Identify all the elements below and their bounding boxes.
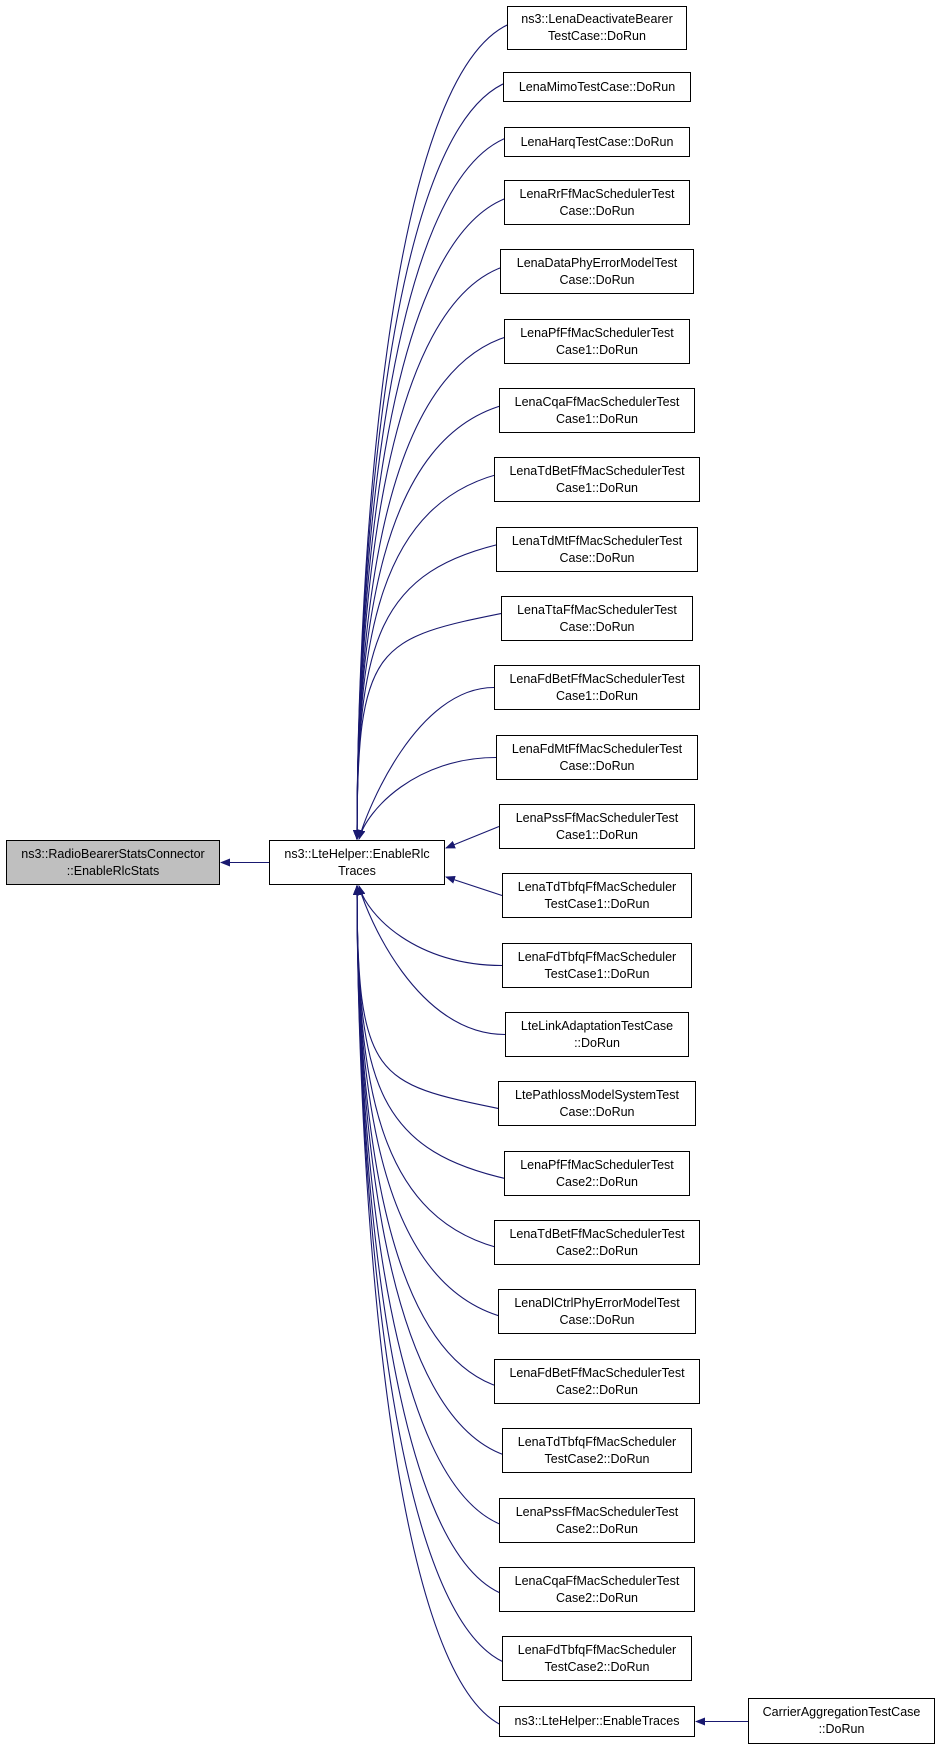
node-lena-harq-test[interactable]: LenaHarqTestCase::DoRun: [504, 127, 690, 157]
node-lena-td-bet-ff-mac-scheduler-test1[interactable]: LenaTdBetFfMacSchedulerTest Case1::DoRun: [494, 457, 700, 502]
edge-caller-10: [357, 686, 495, 840]
edge-caller-7: [353, 470, 510, 840]
edge-caller-20: [353, 885, 510, 1391]
node-lena-fd-tbfq-ff-mac-scheduler-test2[interactable]: LenaFdTbfqFfMacScheduler TestCase2::DoRu…: [502, 1636, 692, 1681]
node-lena-fd-bet-ff-mac-scheduler-test1[interactable]: LenaFdBetFfMacSchedulerTest Case1::DoRun: [494, 665, 700, 710]
node-lena-fd-mt-ff-mac-scheduler-test[interactable]: LenaFdMtFfMacSchedulerTest Case::DoRun: [496, 735, 698, 780]
edge-caller-23: [353, 885, 515, 1599]
edge-caller-13: [445, 876, 503, 897]
edge-caller-9: [353, 609, 517, 840]
edge-caller-4: [353, 262, 516, 840]
node-lena-data-phy-error-model-test[interactable]: LenaDataPhyErrorModelTest Case::DoRun: [500, 249, 694, 294]
edge-caller-6: [353, 401, 515, 840]
edge-caller-8: [353, 540, 512, 840]
edge-caller-11: [357, 756, 497, 840]
edge-caller-15: [357, 885, 506, 1036]
edge-caller-3: [353, 193, 520, 840]
node-lte-link-adaptation-test[interactable]: LteLinkAdaptationTestCase ::DoRun: [505, 1012, 689, 1057]
edge-caller-14: [357, 885, 503, 967]
edge-caller-25: [353, 885, 515, 1731]
node-lena-mimo-test[interactable]: LenaMimoTestCase::DoRun: [503, 72, 691, 102]
node-lena-td-mt-ff-mac-scheduler-test[interactable]: LenaTdMtFfMacSchedulerTest Case::DoRun: [496, 527, 698, 572]
node-lena-td-bet-ff-mac-scheduler-test2[interactable]: LenaTdBetFfMacSchedulerTest Case2::DoRun: [494, 1220, 700, 1265]
node-lte-pathloss-model-system-test[interactable]: LtePathlossModelSystemTest Case::DoRun: [498, 1081, 696, 1126]
edge-caller-21: [353, 885, 518, 1460]
node-lena-tta-ff-mac-scheduler-test[interactable]: LenaTtaFfMacSchedulerTest Case::DoRun: [501, 596, 693, 641]
node-radio-bearer-stats-connector-enable-rlc-stats[interactable]: ns3::RadioBearerStatsConnector ::EnableR…: [6, 840, 220, 885]
node-lena-fd-tbfq-ff-mac-scheduler-test1[interactable]: LenaFdTbfqFfMacScheduler TestCase1::DoRu…: [502, 943, 692, 988]
node-lena-pf-ff-mac-scheduler-test1[interactable]: LenaPfFfMacSchedulerTest Case1::DoRun: [504, 319, 690, 364]
node-lena-cqa-ff-mac-scheduler-test2[interactable]: LenaCqaFfMacSchedulerTest Case2::DoRun: [499, 1567, 695, 1612]
node-lena-pf-ff-mac-scheduler-test2[interactable]: LenaPfFfMacSchedulerTest Case2::DoRun: [504, 1151, 690, 1196]
node-lena-td-tbfq-ff-mac-scheduler-test1[interactable]: LenaTdTbfqFfMacScheduler TestCase1::DoRu…: [502, 873, 692, 918]
node-lena-rr-ff-mac-scheduler-test[interactable]: LenaRrFfMacSchedulerTest Case::DoRun: [504, 180, 690, 225]
node-lena-cqa-ff-mac-scheduler-test1[interactable]: LenaCqaFfMacSchedulerTest Case1::DoRun: [499, 388, 695, 433]
node-lte-helper-enable-rlc-traces[interactable]: ns3::LteHelper::EnableRlc Traces: [269, 840, 445, 885]
edge-caller-22: [353, 885, 515, 1530]
edge-caller-24: [353, 885, 518, 1668]
edge-caller-19: [353, 885, 514, 1321]
node-lena-dl-ctrl-phy-error-model-test[interactable]: LenaDlCtrlPhyErrorModelTest Case::DoRun: [498, 1289, 696, 1334]
edge-caller-18: [353, 885, 510, 1252]
edge-caller-5: [353, 332, 520, 840]
node-lena-pss-ff-mac-scheduler-test1[interactable]: LenaPssFfMacSchedulerTest Case1::DoRun: [499, 804, 695, 849]
node-lena-td-tbfq-ff-mac-scheduler-test2[interactable]: LenaTdTbfqFfMacScheduler TestCase2::DoRu…: [502, 1428, 692, 1473]
node-lena-pss-ff-mac-scheduler-test2[interactable]: LenaPssFfMacSchedulerTest Case2::DoRun: [499, 1498, 695, 1543]
node-lte-helper-enable-traces[interactable]: ns3::LteHelper::EnableTraces: [499, 1706, 695, 1737]
edge-caller-12: [445, 825, 500, 849]
edges: [220, 19, 748, 1731]
node-carrier-aggregation-test[interactable]: CarrierAggregationTestCase ::DoRun: [748, 1698, 935, 1744]
node-lena-deactivate-bearer-test[interactable]: ns3::LenaDeactivateBearer TestCase::DoRu…: [507, 6, 687, 50]
node-lena-fd-bet-ff-mac-scheduler-test2[interactable]: LenaFdBetFfMacSchedulerTest Case2::DoRun: [494, 1359, 700, 1404]
